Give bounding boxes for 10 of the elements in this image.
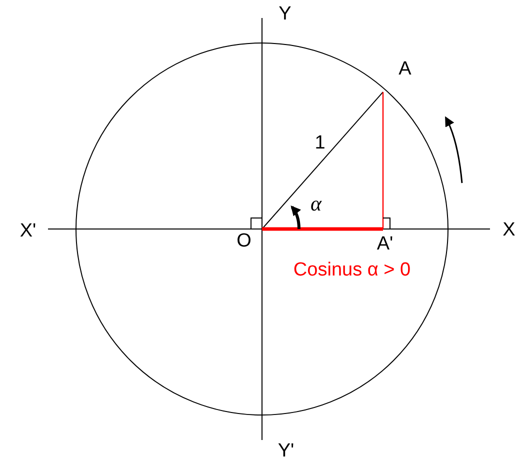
- point-label: O: [236, 232, 252, 250]
- axis-label: X: [502, 220, 516, 240]
- axis-label: Y: [278, 4, 292, 24]
- point-label: A: [398, 60, 412, 78]
- axis-label: X': [20, 222, 36, 240]
- angle-label: α: [310, 194, 322, 214]
- axis-label: Y': [278, 442, 294, 460]
- formula-text: Cosinus α > 0: [293, 260, 411, 280]
- point-label: A': [376, 234, 394, 254]
- length-label: 1: [314, 134, 326, 152]
